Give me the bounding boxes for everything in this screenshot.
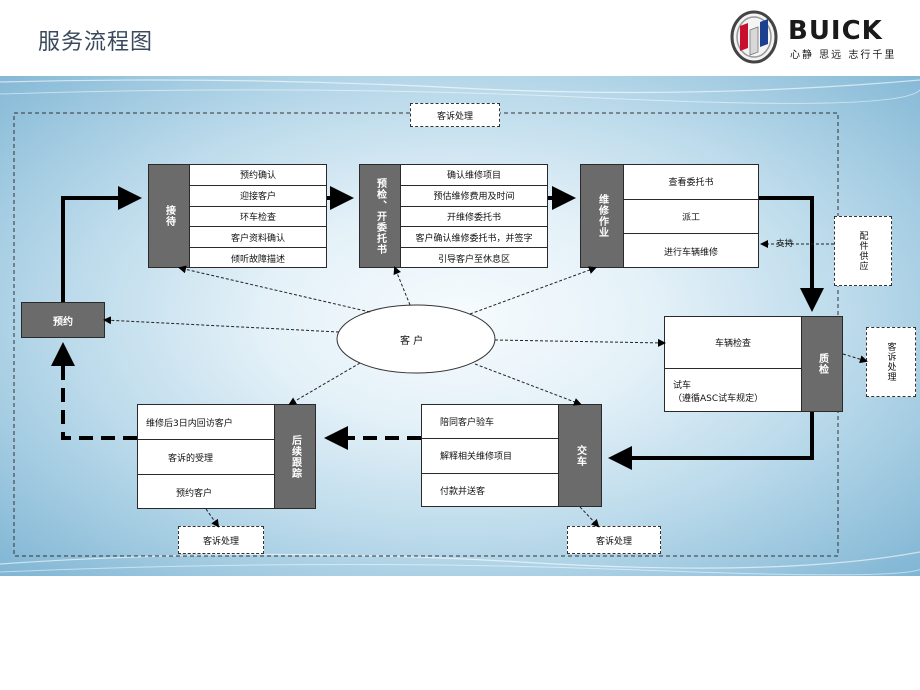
stage-inspection: 预检、开委托书 bbox=[359, 164, 401, 268]
list-item: 确认维修项目 bbox=[401, 165, 547, 186]
list-item: 预约客户 bbox=[176, 489, 213, 499]
list-item: 环车检查 bbox=[190, 207, 326, 228]
stage-appointment: 预约 bbox=[21, 302, 105, 338]
complaint-tag-right-label: 客诉处理 bbox=[885, 342, 896, 382]
buick-emblem-icon bbox=[730, 10, 778, 64]
list-item: 迎接客户 bbox=[190, 186, 326, 207]
list-item: 客户资料确认 bbox=[190, 227, 326, 249]
stage-followup-title: 后续跟踪 bbox=[289, 434, 301, 479]
stage-reception: 接待 bbox=[148, 164, 190, 268]
stage-followup: 后续跟踪 bbox=[274, 404, 316, 509]
qc-test-drive-rule: （遵循ASC试车规定） bbox=[673, 394, 764, 404]
stage-qc-title: 质检 bbox=[816, 353, 828, 375]
complaint-tag-right: 客诉处理 bbox=[866, 327, 916, 397]
stage-qc: 质检 bbox=[801, 316, 843, 412]
followup-list: 维修后3日内回访客户 客诉的受理 预约客户 bbox=[137, 404, 275, 509]
list-item: 陪同客户验车 bbox=[422, 405, 558, 440]
stage-repair-title: 维修作业 bbox=[596, 194, 608, 238]
list-item: 试车 （遵循ASC试车规定） bbox=[665, 369, 801, 413]
qc-list: 车辆检查 试车 （遵循ASC试车规定） bbox=[664, 316, 802, 412]
list-item: 预约确认 bbox=[190, 165, 326, 186]
brand-name: BUICK bbox=[788, 16, 883, 46]
reception-list: 预约确认 迎接客户 环车检查 客户资料确认 倾听故障描述 bbox=[189, 164, 327, 268]
delivery-list: 陪同客户验车 解释相关维修项目 付款并送客 bbox=[421, 404, 559, 507]
stage-delivery-title: 交车 bbox=[574, 444, 586, 467]
complaint-tag-bottom-left: 客诉处理 bbox=[178, 526, 264, 554]
stage-repair: 维修作业 bbox=[580, 164, 624, 268]
stage-reception-title: 接待 bbox=[163, 205, 175, 227]
list-item: 客诉的受理 bbox=[138, 440, 274, 475]
parts-supply-box: 配件供应 bbox=[834, 216, 892, 286]
brand-slogan: 心静 思远 志行千里 bbox=[790, 50, 897, 61]
slide-header: 服务流程图 BUICK 心静 思远 志行千里 bbox=[0, 0, 920, 76]
list-item: 进行车辆维修 bbox=[663, 247, 718, 258]
list-item: 车辆检查 bbox=[665, 317, 801, 369]
flowchart-canvas: 客诉处理 接待 预约确认 迎接客户 环车检查 客户资料确认 倾听故障描述 预检、… bbox=[0, 76, 920, 576]
list-item: 开维修委托书 bbox=[401, 207, 547, 228]
list-item: 维修后3日内回访客户 bbox=[138, 405, 274, 440]
inspection-list: 确认维修项目 预估维修费用及时间 开维修委托书 客户确认维修委托书，并签字 引导… bbox=[400, 164, 548, 268]
qc-test-drive: 试车 bbox=[673, 381, 692, 391]
list-item: 引导客户至休息区 bbox=[437, 255, 510, 266]
slide-title: 服务流程图 bbox=[38, 30, 154, 55]
customer-label: 客 户 bbox=[400, 336, 424, 347]
list-item: 查看委托书 bbox=[624, 165, 758, 200]
stage-delivery: 交车 bbox=[558, 404, 602, 507]
complaint-tag-bottom-right: 客诉处理 bbox=[567, 526, 661, 554]
support-label: 支持 bbox=[776, 239, 794, 249]
list-item: 派工 bbox=[624, 200, 758, 235]
list-item: 预估维修费用及时间 bbox=[401, 186, 547, 207]
parts-supply-title: 配件供应 bbox=[857, 231, 868, 271]
repair-list: 查看委托书 派工 进行车辆维修 bbox=[623, 164, 759, 268]
stage-inspection-title: 预检、开委托书 bbox=[374, 177, 386, 255]
list-item: 付款并送客 bbox=[440, 487, 486, 498]
complaint-tag-top: 客诉处理 bbox=[410, 103, 500, 127]
list-item: 客户确认维修委托书，并签字 bbox=[401, 227, 547, 249]
list-item: 解释相关维修项目 bbox=[422, 439, 558, 474]
list-item: 倾听故障描述 bbox=[230, 255, 285, 266]
